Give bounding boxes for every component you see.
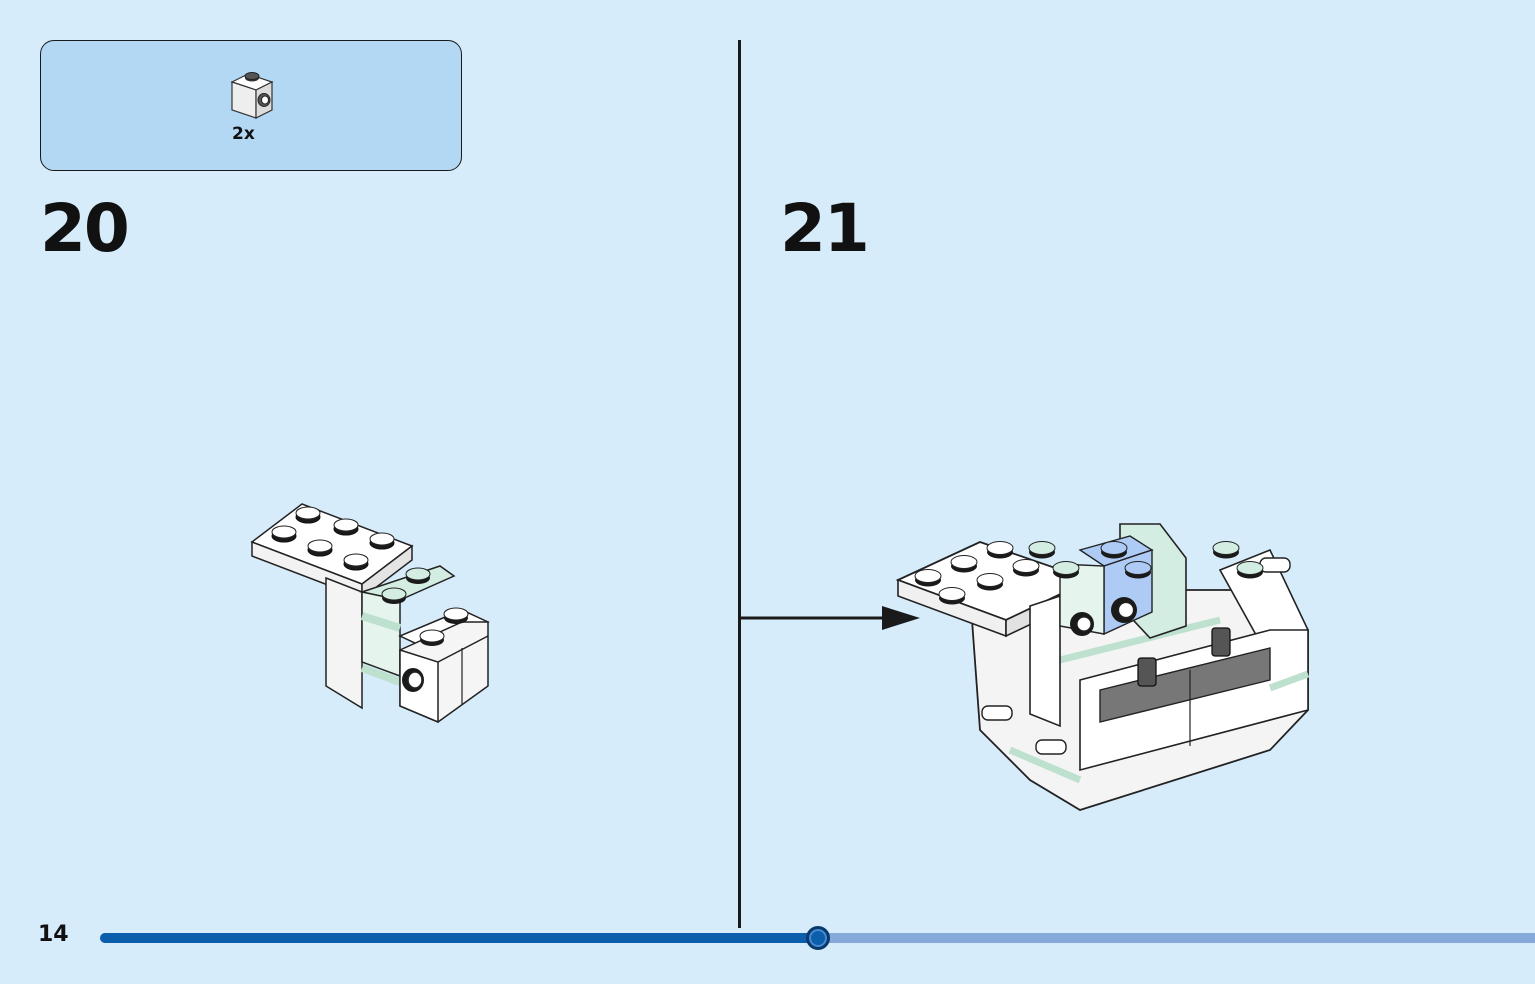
step-number-21: 21	[780, 190, 870, 267]
step-divider	[738, 40, 741, 928]
step-21-model-illustration	[895, 523, 1310, 811]
part-quantity-label: 2x	[232, 124, 255, 144]
attach-arrow-icon	[740, 606, 920, 630]
progress-knob	[805, 926, 830, 950]
page-number: 14	[38, 922, 69, 947]
white-brick-with-side-stud-icon	[230, 72, 274, 119]
step-number-20: 20	[40, 190, 130, 267]
step-20-model-illustration	[250, 503, 490, 724]
progress-fill	[100, 933, 818, 943]
